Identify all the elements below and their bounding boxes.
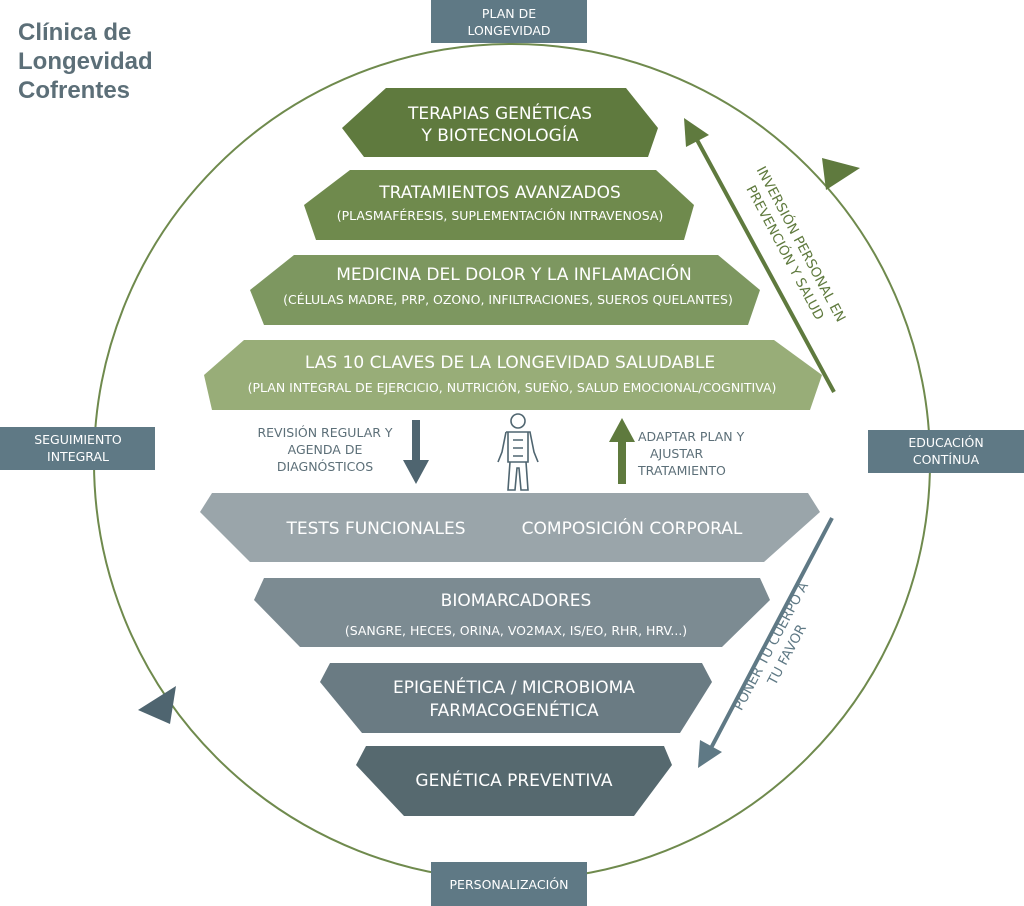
cycle-arrowhead-top-right — [822, 158, 860, 190]
svg-text:COMPOSICIÓN CORPORAL: COMPOSICIÓN CORPORAL — [522, 517, 743, 539]
svg-text:EDUCACIÓN: EDUCACIÓN — [908, 435, 983, 450]
svg-text:(SANGRE, HECES, ORINA, VO2MAX,: (SANGRE, HECES, ORINA, VO2MAX, IS/EO, RH… — [345, 623, 687, 638]
svg-text:MEDICINA DEL DOLOR Y LA INFLAM: MEDICINA DEL DOLOR Y LA INFLAMACIÓN — [336, 263, 691, 285]
svg-text:TESTS FUNCIONALES: TESTS FUNCIONALES — [285, 519, 465, 539]
svg-text:TRATAMIENTOS AVANZADOS: TRATAMIENTOS AVANZADOS — [378, 183, 621, 203]
svg-text:DIAGNÓSTICOS: DIAGNÓSTICOS — [277, 459, 373, 474]
svg-text:(CÉLULAS MADRE, PRP, OZONO, IN: (CÉLULAS MADRE, PRP, OZONO, INFILTRACION… — [283, 292, 733, 307]
investment-arrowhead — [684, 118, 709, 147]
body-favor-arrowhead — [698, 740, 722, 768]
adapt-note: ADAPTAR PLAN Y AJUSTAR TRATAMIENTO — [637, 429, 745, 478]
svg-text:GENÉTICA PREVENTIVA: GENÉTICA PREVENTIVA — [415, 769, 613, 791]
cycle-label-personalizacion: PERSONALIZACIÓN — [431, 862, 587, 906]
cycle-label-plan-de-longevidad: PLAN DE LONGEVIDAD — [431, 0, 587, 43]
svg-text:FARMACOGENÉTICA: FARMACOGENÉTICA — [429, 699, 599, 721]
title-line: Cofrentes — [18, 77, 131, 104]
svg-text:(PLASMAFÉRESIS, SUPLEMENTACIÓN: (PLASMAFÉRESIS, SUPLEMENTACIÓN INTRAVENO… — [337, 208, 664, 223]
svg-text:(PLAN INTEGRAL DE EJERCICIO, N: (PLAN INTEGRAL DE EJERCICIO, NUTRICIÓN, … — [248, 380, 777, 395]
tier-terapias-geneticas: TERAPIAS GENÉTICAS Y BIOTECNOLOGÍA — [342, 88, 658, 157]
review-note: REVISIÓN REGULAR Y AGENDA DE DIAGNÓSTICO… — [257, 425, 392, 474]
svg-text:ADAPTAR PLAN Y: ADAPTAR PLAN Y — [638, 429, 745, 444]
svg-text:EPIGENÉTICA / MICROBIOMA: EPIGENÉTICA / MICROBIOMA — [393, 676, 635, 698]
tier-tests-composicion: TESTS FUNCIONALES COMPOSICIÓN CORPORAL — [200, 493, 820, 562]
cycle-label-seguimiento-integral: SEGUIMIENTO INTEGRAL — [0, 427, 155, 470]
up-arrow — [609, 418, 635, 484]
tier-10-claves: LAS 10 CLAVES DE LA LONGEVIDAD SALUDABLE… — [204, 340, 822, 410]
svg-text:REVISIÓN REGULAR Y: REVISIÓN REGULAR Y — [257, 425, 392, 440]
tier-biomarcadores: BIOMARCADORES (SANGRE, HECES, ORINA, VO2… — [254, 578, 770, 647]
svg-text:AJUSTAR: AJUSTAR — [650, 446, 704, 461]
svg-text:LAS 10 CLAVES DE LA LONGEVIDAD: LAS 10 CLAVES DE LA LONGEVIDAD SALUDABLE — [305, 353, 715, 373]
svg-text:BIOMARCADORES: BIOMARCADORES — [441, 591, 592, 611]
svg-text:SEGUIMIENTO: SEGUIMIENTO — [34, 432, 122, 447]
title-line: Longevidad — [18, 48, 153, 75]
cycle-label-educacion-continua: EDUCACIÓN CONTÍNUA — [868, 430, 1024, 473]
body-favor-arrow — [708, 517, 834, 751]
svg-text:TRATAMIENTO: TRATAMIENTO — [637, 463, 726, 478]
svg-text:CONTÍNUA: CONTÍNUA — [913, 452, 980, 467]
svg-text:PLAN DE: PLAN DE — [482, 6, 536, 21]
svg-text:TERAPIAS GENÉTICAS: TERAPIAS GENÉTICAS — [407, 102, 592, 124]
investment-arrow — [694, 137, 836, 393]
svg-text:INTEGRAL: INTEGRAL — [47, 449, 109, 464]
tier-genetica-preventiva: GENÉTICA PREVENTIVA — [356, 746, 672, 816]
down-arrow — [403, 420, 429, 484]
svg-text:Y BIOTECNOLOGÍA: Y BIOTECNOLOGÍA — [420, 124, 578, 146]
clinic-title: Clínica de Longevidad Cofrentes — [18, 18, 153, 105]
tier-epigenetica: EPIGENÉTICA / MICROBIOMA FARMACOGENÉTICA — [320, 663, 712, 733]
svg-text:LONGEVIDAD: LONGEVIDAD — [467, 23, 550, 38]
title-line: Clínica de — [18, 19, 132, 46]
body-figure-icon — [497, 413, 539, 491]
svg-text:AGENDA DE: AGENDA DE — [288, 442, 363, 457]
tier-medicina-del-dolor: MEDICINA DEL DOLOR Y LA INFLAMACIÓN (CÉL… — [250, 255, 760, 325]
svg-text:PERSONALIZACIÓN: PERSONALIZACIÓN — [450, 877, 569, 892]
cycle-arrowhead-bottom-left — [138, 686, 176, 724]
tier-tratamientos-avanzados: TRATAMIENTOS AVANZADOS (PLASMAFÉRESIS, S… — [304, 170, 694, 240]
